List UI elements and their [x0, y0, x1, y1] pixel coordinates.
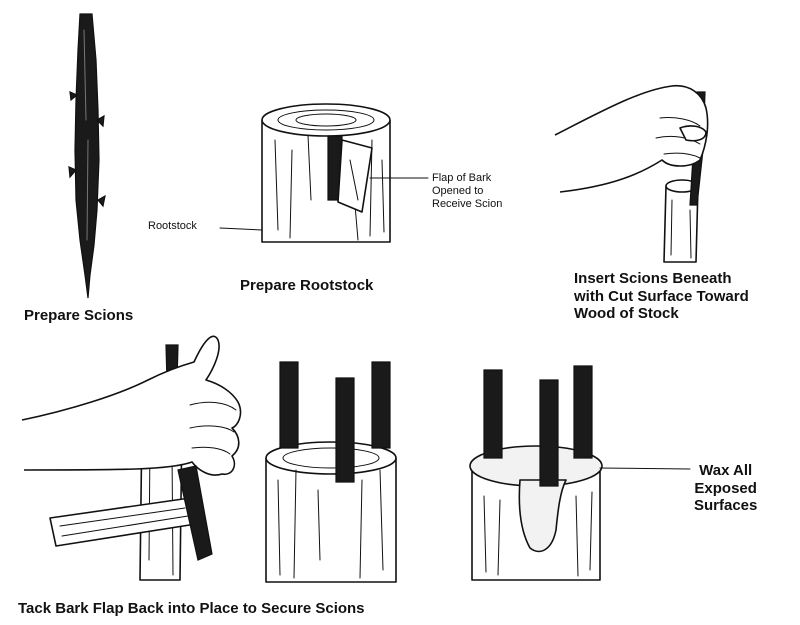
- flap-of-bark-label: Flap of Bark Opened to Receive Scion: [432, 172, 502, 211]
- tack-bark-caption: Tack Bark Flap Back into Place to Secure…: [18, 600, 365, 617]
- insert-caption-line-3: Wood of Stock: [574, 305, 679, 323]
- wax-leader-line: [599, 467, 691, 470]
- wax-caption-line-3: Surfaces: [694, 497, 758, 515]
- wax-surfaces-caption: Wax All Exposed Surfaces: [694, 462, 757, 515]
- rootstock-leader-line: [219, 227, 263, 231]
- insert-scions-caption: Insert Scions Beneath with Cut Surface T…: [574, 270, 749, 323]
- wax-caption-line-1: Wax All: [699, 462, 753, 479]
- flap-label-line-3: Receive Scion: [432, 197, 503, 210]
- rootstock-label: Rootstock: [148, 220, 197, 232]
- scion-illustration: [68, 13, 106, 299]
- flap-label-line-2: Opened to: [432, 184, 484, 197]
- insert-caption-line-2: with Cut Surface Toward: [574, 287, 749, 305]
- insert-illustration: [554, 84, 709, 263]
- flap-label-line-1: Flap of Bark: [432, 172, 492, 184]
- three-scions-illustration: [265, 361, 397, 583]
- tack-illustration: [21, 335, 242, 581]
- prepare-rootstock-caption: Prepare Rootstock: [240, 277, 374, 294]
- rootstock-illustration: [261, 103, 391, 243]
- waxed-stock-illustration: [469, 365, 603, 581]
- insert-caption-line-1: Insert Scions Beneath: [574, 270, 732, 287]
- prepare-scions-caption: Prepare Scions: [24, 307, 134, 324]
- wax-caption-line-2: Exposed: [694, 479, 757, 497]
